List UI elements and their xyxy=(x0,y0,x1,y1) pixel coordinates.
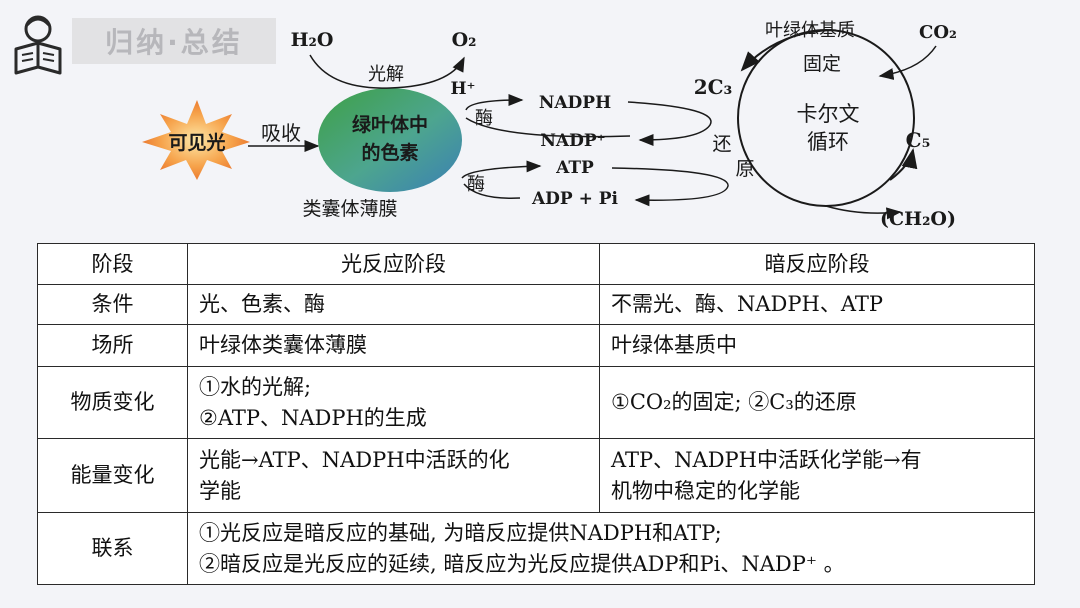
cell-line: 叶绿体类囊体薄膜 xyxy=(199,330,591,361)
cell-line: ATP、NADPH中活跃化学能→有 xyxy=(611,445,1026,476)
table-row-energy-change: 能量变化 光能→ATP、NADPH中活跃的化 学能 ATP、NADPH中活跃化学… xyxy=(38,439,1035,513)
table-row-location: 场所 叶绿体类囊体薄膜 叶绿体基质中 xyxy=(38,325,1035,367)
dark-cell: 叶绿体基质中 xyxy=(600,325,1035,367)
light-cell: 光、色素、酶 xyxy=(188,285,600,325)
cell-line: 不需光、酶、NADPH、ATP xyxy=(611,289,1026,320)
reduction-label-2: 原 xyxy=(735,158,754,180)
cell-line: 光能→ATP、NADPH中活跃的化 xyxy=(199,445,591,476)
table-row-material-change: 物质变化 ①水的光解; ②ATP、NADPH的生成 ①CO₂的固定; ②C₃的还… xyxy=(38,367,1035,439)
cell-line: ①水的光解; xyxy=(199,372,591,403)
row-label: 能量变化 xyxy=(38,439,188,513)
photosynthesis-diagram: 可见光 吸收 绿叶体中 的色素 类囊体薄膜 H₂O 光解 O₂ H⁺ 酶 NAD… xyxy=(0,0,1080,240)
cell-line: ①CO₂的固定; ②C₃的还原 xyxy=(611,387,1026,418)
light-source-label: 可见光 xyxy=(168,131,225,154)
pigment-label-line2: 的色素 xyxy=(361,141,418,164)
water-label: H₂O xyxy=(291,29,334,51)
reduction-label-1: 还 xyxy=(712,133,731,155)
oxygen-label: O₂ xyxy=(452,29,477,51)
absorb-label: 吸收 xyxy=(261,121,301,145)
product-label: (CH₂O) xyxy=(880,208,956,230)
c5-label: C₅ xyxy=(906,128,931,152)
table-row-conditions: 条件 光、色素、酶 不需光、酶、NADPH、ATP xyxy=(38,285,1035,325)
c3-label: 2C₃ xyxy=(694,75,733,99)
summary-table: 阶段 光反应阶段 暗反应阶段 条件 光、色素、酶 不需光、酶、NADPH、ATP… xyxy=(37,243,1035,585)
atp-to-reduction-arrow xyxy=(612,168,728,200)
pigment-blob xyxy=(318,88,462,192)
row-label: 联系 xyxy=(38,513,188,585)
cell-line: ①光反应是暗反应的基础, 为暗反应提供NADPH和ATP; xyxy=(199,518,1026,549)
calvin-label-line2: 循环 xyxy=(807,130,849,154)
header-light-reaction: 光反应阶段 xyxy=(188,244,600,285)
table-row-relation: 联系 ①光反应是暗反应的基础, 为暗反应提供NADPH和ATP; ②暗反应是光反… xyxy=(38,513,1035,585)
nadph-label: NADPH xyxy=(539,93,611,113)
co2-label: CO₂ xyxy=(919,22,957,43)
stroma-label: 叶绿体基质 xyxy=(765,20,855,41)
membrane-label: 类囊体薄膜 xyxy=(302,198,397,220)
table-header-row: 阶段 光反应阶段 暗反应阶段 xyxy=(38,244,1035,285)
pigment-label-line1: 绿叶体中 xyxy=(352,113,428,136)
dark-cell: ①CO₂的固定; ②C₃的还原 xyxy=(600,367,1035,439)
nadp-label: NADP⁺ xyxy=(540,131,605,151)
dark-cell: ATP、NADPH中活跃化学能→有 机物中稳定的化学能 xyxy=(600,439,1035,513)
cell-line: 学能 xyxy=(199,476,591,507)
proton-label: H⁺ xyxy=(450,79,475,99)
atp-label: ATP xyxy=(555,158,594,178)
cell-line: 叶绿体基质中 xyxy=(611,330,1026,361)
row-label: 条件 xyxy=(38,285,188,325)
adp-pi-label: ADP + Pi xyxy=(531,189,619,209)
photolysis-label: 光解 xyxy=(368,64,404,85)
cell-line: ②ATP、NADPH的生成 xyxy=(199,403,591,434)
nadph-to-reduction-arrow xyxy=(628,102,711,140)
fixation-label: 固定 xyxy=(803,53,841,75)
calvin-label-line1: 卡尔文 xyxy=(797,102,860,126)
light-cell: 光能→ATP、NADPH中活跃的化 学能 xyxy=(188,439,600,513)
header-stage: 阶段 xyxy=(38,244,188,285)
cell-line: 光、色素、酶 xyxy=(199,289,591,320)
header-dark-reaction: 暗反应阶段 xyxy=(600,244,1035,285)
relation-cell: ①光反应是暗反应的基础, 为暗反应提供NADPH和ATP; ②暗反应是光反应的延… xyxy=(188,513,1035,585)
row-label: 场所 xyxy=(38,325,188,367)
co2-input-arrow xyxy=(880,46,936,76)
dark-cell: 不需光、酶、NADPH、ATP xyxy=(600,285,1035,325)
light-cell: ①水的光解; ②ATP、NADPH的生成 xyxy=(188,367,600,439)
cell-line: ②暗反应是光反应的延续, 暗反应为光反应提供ADP和Pi、NADP⁺ 。 xyxy=(199,549,1026,580)
light-cell: 叶绿体类囊体薄膜 xyxy=(188,325,600,367)
row-label: 物质变化 xyxy=(38,367,188,439)
cell-line: 机物中稳定的化学能 xyxy=(611,476,1026,507)
